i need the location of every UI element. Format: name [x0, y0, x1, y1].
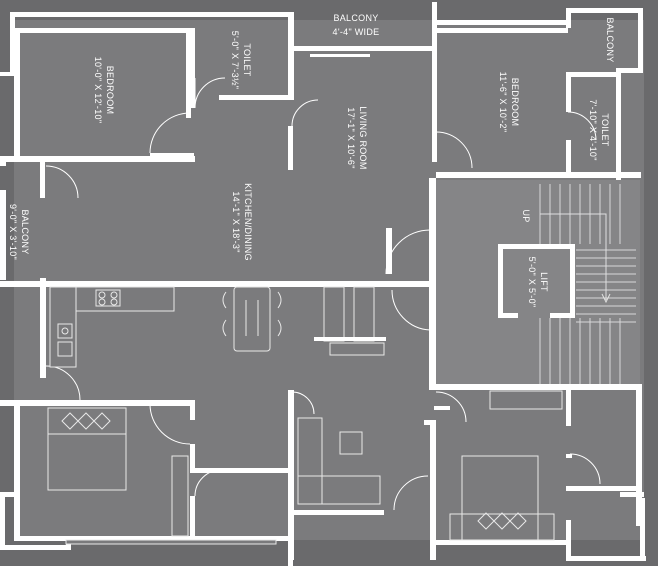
- bedroom-right-size: 11'-6" X 10'-2": [498, 72, 508, 133]
- sink-icon: [57, 323, 73, 357]
- balcony-right-name: BALCONY: [605, 17, 615, 62]
- balcony-top-name: BALCONY: [333, 13, 378, 23]
- lift-name: LIFT: [539, 272, 549, 292]
- toilet-left-size: 5'-0" X 7'-3½": [230, 31, 240, 90]
- bedroom-left-size: 10'-0" X 12'-10": [93, 57, 103, 124]
- bed-lower-left: [47, 407, 127, 491]
- walls: [0, 2, 646, 566]
- kitchen-dining-size: 14'-1" X 18'-3": [231, 191, 241, 252]
- wardrobe-lower-right: [489, 390, 563, 410]
- living-room-name: LIVING ROOM: [358, 106, 368, 169]
- stove-icon: [95, 289, 121, 307]
- shaft-unit: [314, 286, 386, 356]
- stair-up-label: UP: [521, 209, 531, 222]
- balcony-top-size: 4'-4" WIDE: [333, 27, 380, 37]
- toilet-right-size: 7'-10" X 4'-10": [588, 99, 598, 160]
- balcony-left-size: 9'-0" X 3'-10": [8, 204, 18, 260]
- doors: [45, 77, 601, 511]
- kitchen-dining-name: KITCHEN/DINING: [243, 183, 253, 261]
- sofa-set: [297, 417, 381, 505]
- staircase: [539, 184, 636, 384]
- bedroom-right-name: BEDROOM: [510, 78, 520, 127]
- room-labels: BEDROOM 10'-0" X 12'-10" TOILET 5'-0" X …: [8, 13, 615, 307]
- toilet-right-name: TOILET: [600, 113, 610, 146]
- balcony-left-name: BALCONY: [20, 209, 30, 254]
- stair-arrow: [540, 213, 607, 300]
- bedroom-left-name: BEDROOM: [105, 66, 115, 115]
- floor-areas: [14, 20, 644, 540]
- stair-arrow-head: [601, 293, 611, 304]
- bed-lower-right: [449, 455, 555, 541]
- toilet-left-name: TOILET: [242, 43, 252, 76]
- dining-table: [222, 286, 282, 352]
- furniture: [47, 286, 563, 545]
- living-room-size: 17'-1" X 10'-6": [346, 107, 356, 168]
- lift-size: 5'-0" X 5'-0": [527, 257, 537, 308]
- wardrobe-lower-left: [171, 455, 189, 537]
